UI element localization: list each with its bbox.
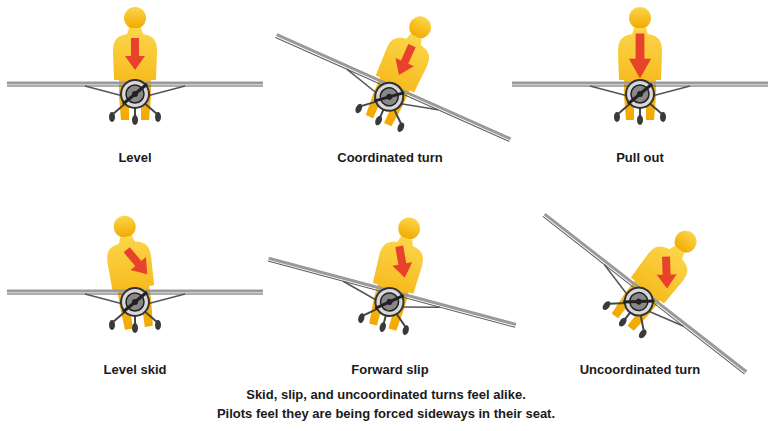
panel-label: Coordinated turn (337, 150, 442, 165)
panel-label: Pull out (616, 150, 664, 165)
level-skid-figure (7, 213, 263, 333)
panel-label: Level (118, 150, 151, 165)
caption-line: Skid, slip, and uncoordinated turns feel… (246, 387, 526, 402)
panel-label: Uncoordinated turn (580, 362, 701, 377)
caption-line: Pilots feel they are being forced sidewa… (217, 406, 555, 421)
coordinated-turn-figure (260, 0, 542, 177)
uncoordinated-turn-figure (519, 154, 772, 405)
forward-slip-figure (258, 185, 536, 365)
level-figure (7, 7, 263, 125)
panel-label: Level skid (104, 362, 167, 377)
pull-out-figure (512, 7, 768, 125)
panel-label: Forward slip (351, 362, 428, 377)
